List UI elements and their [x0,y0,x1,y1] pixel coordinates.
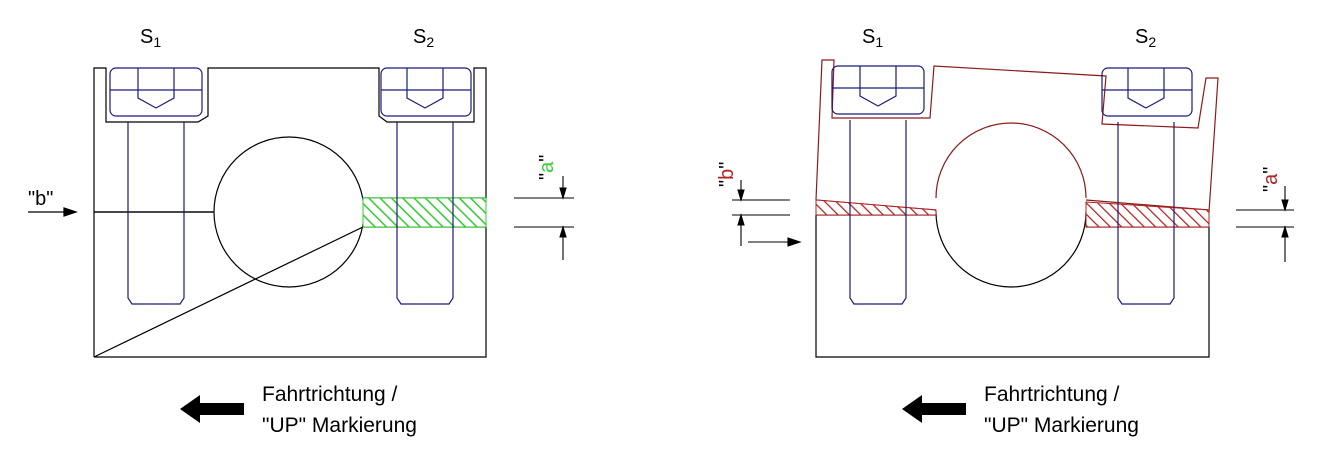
direction-arrow-icon-right [902,395,966,423]
marker-b-arrow [28,207,78,217]
shaft-bore [213,136,365,288]
panel-incorrect [815,211,1210,358]
bolt-s1-label: S1 [140,26,161,50]
panel-correct [93,67,487,358]
direction-caption-line2-right: "UP" Markierung [984,414,1139,437]
marker-b-label: "b" [28,188,53,210]
direction-caption-line1-right: Fahrtrichtung / [984,383,1120,406]
gap-hatch-ok [362,197,487,228]
direction-arrow-icon [180,395,244,423]
direction-caption-line2: "UP" Markierung [262,414,417,437]
dimension-b-right [732,180,802,247]
gap-hatch-bad-right [1085,201,1210,228]
bolt-s2-right [1101,67,1193,305]
marker-a-label: "a" [536,155,558,180]
lower-clamp-body-right [815,214,1210,358]
bolt-s2-label: S2 [413,26,434,50]
upper-clamp-cap-tilted [815,59,1219,228]
lower-clamp-body [93,211,487,358]
bolt-s1-label-right: S1 [862,26,883,50]
direction-caption-line1: Fahrtrichtung / [262,383,398,406]
marker-a-label-right: "a" [1260,167,1282,192]
bolt-s2-left [380,67,472,305]
dimension-a-right [1236,186,1294,262]
gap-hatch-bad-left [815,199,937,216]
shaft-bore-lower [935,211,1087,288]
upper-clamp-cap [93,67,487,212]
dimension-a-left [514,176,574,260]
bolt-s1-left [109,67,203,305]
marker-b-label-right: "b" [716,162,738,187]
bolt-s1-right [831,65,925,305]
bolt-s2-label-right: S2 [1135,26,1156,50]
